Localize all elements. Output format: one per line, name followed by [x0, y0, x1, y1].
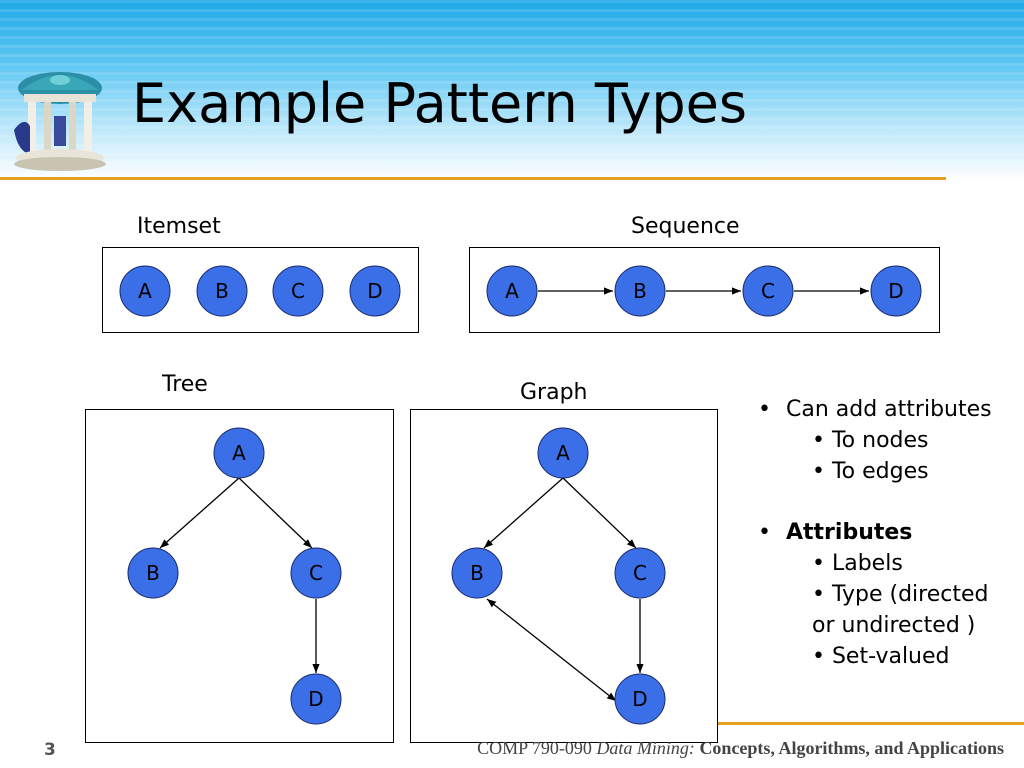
- svg-text:A: A: [138, 279, 152, 303]
- svg-text:A: A: [232, 441, 246, 465]
- note-subitem: • Type (directed: [812, 582, 989, 607]
- note-subitem: • Labels: [812, 551, 903, 576]
- svg-text:D: D: [888, 279, 903, 303]
- tree-node-c: C: [290, 547, 342, 599]
- page-title: Example Pattern Types: [132, 72, 748, 135]
- graph-node-c: C: [614, 547, 666, 599]
- svg-text:C: C: [633, 561, 647, 585]
- bullet-icon: •: [758, 520, 771, 545]
- graph-edge-a-b: [483, 477, 564, 549]
- graph-label: Graph: [520, 380, 588, 405]
- svg-text:D: D: [308, 687, 323, 711]
- svg-text:A: A: [505, 279, 519, 303]
- sequence-label: Sequence: [631, 214, 740, 239]
- note-item-add-attributes: •Can add attributes: [758, 394, 992, 425]
- itemset-node-c: C: [272, 265, 324, 317]
- graph-node-a: A: [537, 427, 589, 479]
- footer-course: COMP 790-090 Data Mining: Concepts, Algo…: [477, 738, 1004, 758]
- svg-text:B: B: [146, 561, 160, 585]
- itemset-node-d: D: [349, 265, 401, 317]
- svg-text:D: D: [367, 279, 382, 303]
- itemset-label: Itemset: [137, 214, 221, 239]
- tree-edge-a-b: [159, 477, 240, 549]
- footer-line: [560, 722, 1024, 725]
- svg-text:B: B: [215, 279, 229, 303]
- tree-node-d: D: [290, 673, 342, 725]
- sequence-node-c: C: [742, 265, 794, 317]
- graph-edge-a-c: [562, 477, 637, 549]
- note-subitem-continued: or undirected ): [812, 613, 976, 638]
- svg-text:C: C: [291, 279, 305, 303]
- tree-label: Tree: [162, 372, 208, 397]
- graph-node-b: B: [451, 547, 503, 599]
- itemset-node-b: B: [196, 265, 248, 317]
- svg-text:C: C: [761, 279, 775, 303]
- page-number: 3: [44, 740, 56, 760]
- note-subitem: • To edges: [812, 459, 929, 484]
- tree-edge-a-c: [238, 477, 313, 549]
- svg-text:B: B: [633, 279, 647, 303]
- graph-node-d: D: [614, 673, 666, 725]
- sequence-node-a: A: [486, 265, 538, 317]
- sequence-node-b: B: [614, 265, 666, 317]
- attribute-notes: •Can add attributes • To nodes • To edge…: [758, 394, 992, 672]
- title-underline: [0, 177, 946, 180]
- tree-node-b: B: [127, 547, 179, 599]
- bullet-icon: •: [758, 397, 771, 422]
- note-subitem: • Set-valued: [812, 644, 950, 669]
- svg-text:C: C: [309, 561, 323, 585]
- svg-text:B: B: [470, 561, 484, 585]
- header-background: [0, 0, 1024, 180]
- sequence-node-d: D: [870, 265, 922, 317]
- itemset-node-a: A: [119, 265, 171, 317]
- svg-text:A: A: [556, 441, 570, 465]
- logo-icon: [14, 72, 106, 171]
- graph-edge-b-d: [486, 598, 617, 702]
- tree-node-a: A: [213, 427, 265, 479]
- note-item-attributes: •Attributes: [758, 517, 992, 548]
- svg-text:D: D: [632, 687, 647, 711]
- note-subitem: • To nodes: [812, 428, 929, 453]
